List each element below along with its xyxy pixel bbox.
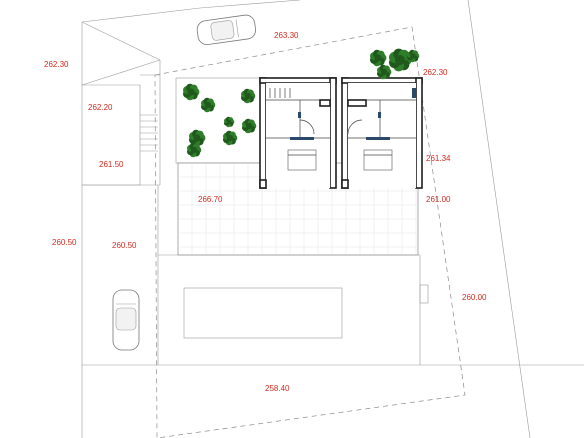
tree-top-view-icon bbox=[241, 88, 256, 104]
pool bbox=[183, 287, 343, 339]
elevation-label: 260.50 bbox=[52, 238, 77, 247]
property-boundary bbox=[154, 26, 466, 438]
house-plan bbox=[259, 77, 423, 189]
car-top-view-icon bbox=[196, 14, 257, 46]
tree-top-view-icon bbox=[183, 83, 200, 101]
elevation-label: 261.00 bbox=[426, 195, 451, 204]
tree-top-view-icon bbox=[187, 142, 202, 158]
left-retaining-walls bbox=[82, 74, 161, 365]
elevation-label: 258.40 bbox=[265, 384, 290, 393]
tree-top-view-icon bbox=[370, 49, 387, 67]
tree-top-view-icon bbox=[407, 49, 420, 63]
tree-top-view-icon bbox=[377, 64, 392, 80]
tree-top-view-icon bbox=[389, 48, 412, 72]
elevation-label: 261.34 bbox=[426, 154, 451, 163]
stairs bbox=[140, 114, 158, 152]
elevation-label: 260.00 bbox=[462, 293, 487, 302]
elevation-label: 260.50 bbox=[112, 241, 137, 250]
lower-yard bbox=[158, 254, 421, 365]
tree-top-view-icon bbox=[224, 116, 235, 128]
elevation-label: 262.20 bbox=[88, 103, 113, 112]
elevation-label: 266.70 bbox=[198, 195, 223, 204]
tree-top-view-icon bbox=[201, 97, 216, 113]
elevation-labels: 263.30 262.30 262.30 262.20 261.50 261.3… bbox=[44, 31, 487, 393]
elevation-label: 262.30 bbox=[423, 68, 448, 77]
tree-top-view-icon bbox=[223, 130, 238, 146]
car-top-view-icon bbox=[112, 289, 140, 351]
pool-equipment bbox=[419, 284, 429, 304]
elevation-label: 262.30 bbox=[44, 60, 69, 69]
elevation-label: 261.50 bbox=[99, 160, 124, 169]
elevation-label: 263.30 bbox=[274, 31, 299, 40]
tree-top-view-icon bbox=[242, 118, 257, 134]
site-boundaries bbox=[81, 0, 584, 438]
trees bbox=[183, 48, 420, 158]
